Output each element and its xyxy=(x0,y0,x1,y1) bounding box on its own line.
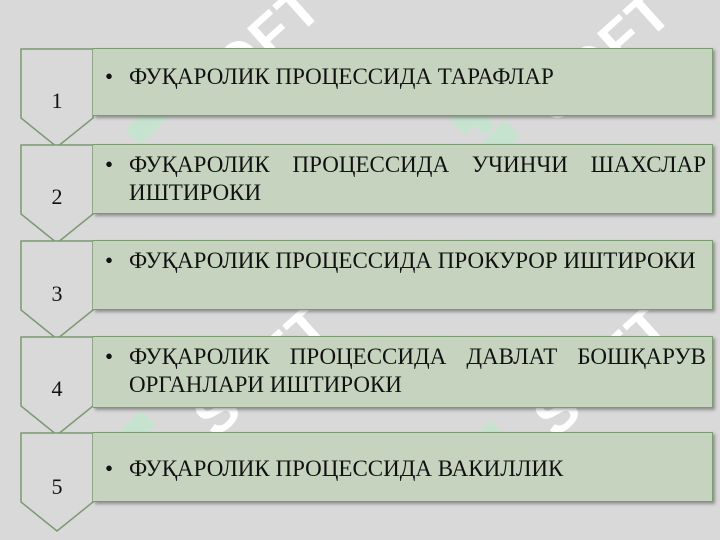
step-number-3: 3 xyxy=(51,281,63,306)
bullet-3: • xyxy=(105,248,114,273)
list-item-text-5: ФУҚАРОЛИК ПРОЦЕССИДА ВАКИЛЛИК xyxy=(129,456,564,481)
step-number-5: 5 xyxy=(51,474,63,499)
step-number-1: 1 xyxy=(51,88,63,113)
list-item-2: • ФУҚАРОЛИК ПРОЦЕССИДА УЧИНЧИ ШАХСЛАР ИШТ… xyxy=(93,144,713,214)
step-chevron-2 xyxy=(20,144,94,244)
bullet-4: • xyxy=(105,344,114,369)
step-chevron-5 xyxy=(20,432,94,532)
bullet-1: • xyxy=(105,64,114,89)
list-item-5: • ФУҚАРОЛИК ПРОЦЕССИДА ВАКИЛЛИК xyxy=(93,432,713,502)
step-number-2: 2 xyxy=(51,184,63,209)
list-item-3: • ФУҚАРОЛИК ПРОЦЕССИДА ПРОКУРОР ИШТИРОКИ xyxy=(93,240,713,310)
list-item-4: • ФУҚАРОЛИК ПРОЦЕССИДА ДАВЛАТ БОШҚАРУВ ОР… xyxy=(93,336,713,408)
step-chevron-4 xyxy=(20,336,94,436)
bullet-2: • xyxy=(105,152,114,177)
step-number-4: 4 xyxy=(51,376,63,401)
list-item-text-1: ФУҚАРОЛИК ПРОЦЕССИДА ТАРАФЛАР xyxy=(129,64,554,89)
step-chevron-3 xyxy=(20,240,94,340)
list-item-text-4: ФУҚАРОЛИК ПРОЦЕССИДА ДАВЛАТ БОШҚАРУВ ОРГ… xyxy=(129,344,706,397)
step-chevron-1 xyxy=(20,48,94,148)
list-item-1: • ФУҚАРОЛИК ПРОЦЕССИДА ТАРАФЛАР xyxy=(93,48,713,116)
list-item-text-2: ФУҚАРОЛИК ПРОЦЕССИДА УЧИНЧИ ШАХСЛАР ИШТИ… xyxy=(129,152,706,205)
list-item-text-3: ФУҚАРОЛИК ПРОЦЕССИДА ПРОКУРОР ИШТИРОКИ xyxy=(129,248,696,273)
bullet-5: • xyxy=(105,456,114,481)
